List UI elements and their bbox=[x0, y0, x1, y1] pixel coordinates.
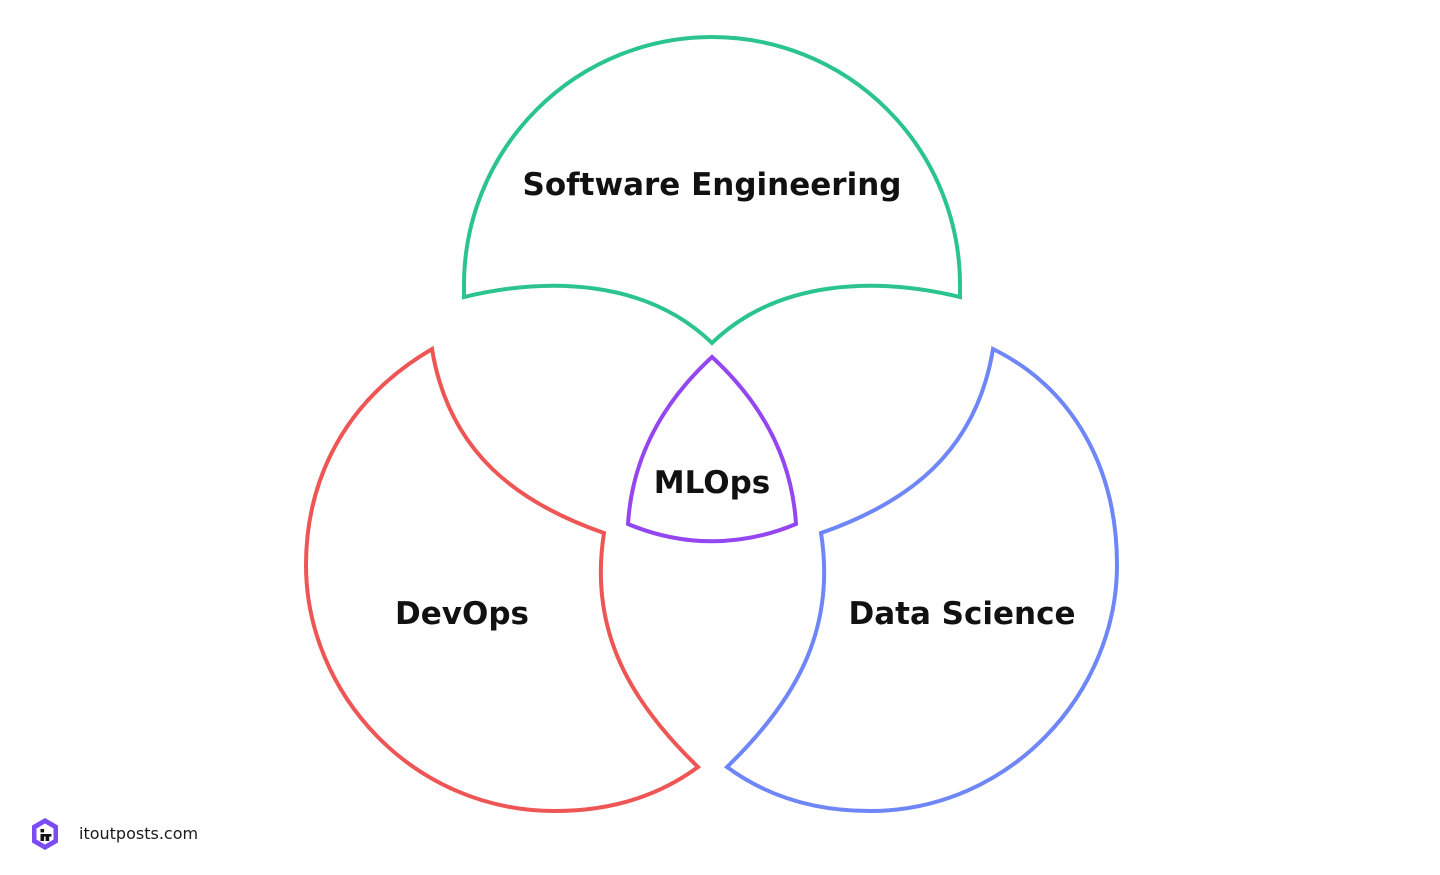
mlops-label: MLOps bbox=[654, 465, 771, 501]
devops-region bbox=[303, 345, 702, 814]
site-name: itoutposts.com bbox=[79, 824, 199, 843]
brand: itoutposts.com bbox=[30, 817, 198, 851]
software-engineering-region bbox=[462, 35, 962, 346]
data-science-region bbox=[723, 346, 1120, 814]
itoutposts-logo-icon bbox=[32, 818, 58, 850]
mlops-region bbox=[625, 354, 799, 544]
data-science-label: Data Science bbox=[848, 596, 1075, 632]
devops-label: DevOps bbox=[395, 596, 529, 632]
software-engineering-label: Software Engineering bbox=[523, 167, 902, 203]
